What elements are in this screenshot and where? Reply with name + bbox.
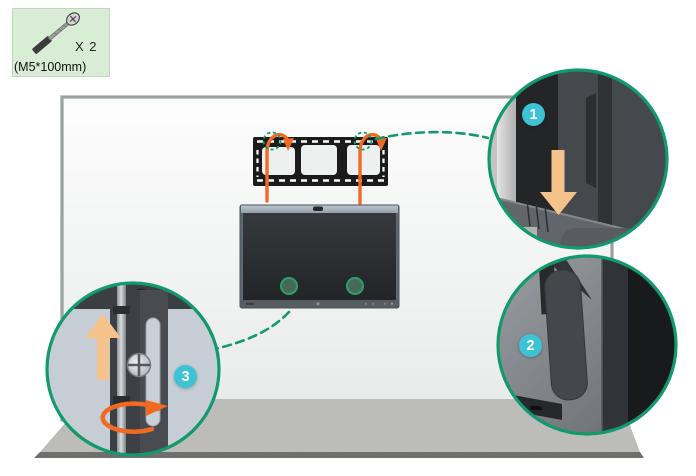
hardware-kit-box: X 2 (M5*100mm) (12, 8, 110, 77)
kit-spec-label: (M5*100mm) (14, 60, 87, 74)
expansion-screw-icon (32, 12, 81, 54)
hook-highlight-circle-left (262, 131, 282, 151)
rotate-arrow-icon (100, 400, 168, 434)
tv-display (239, 204, 400, 309)
dashed-connector-step1 (374, 130, 490, 141)
hook-highlight-circle-right (353, 131, 373, 151)
up-arrow-icon (85, 314, 121, 380)
hook-arrow-left (265, 132, 294, 203)
camera-icon (313, 206, 323, 211)
wall-mount-bracket (253, 137, 388, 186)
step-3-badge: 3 (174, 365, 197, 388)
kit-quantity-label: X 2 (75, 39, 98, 54)
callout-step2 (496, 254, 678, 436)
handle-marker-left (280, 277, 298, 295)
floor-edge (34, 452, 644, 458)
handle-marker-right (346, 277, 364, 295)
down-arrow-icon (540, 150, 577, 215)
step-2-badge: 2 (519, 334, 542, 357)
phillips-screw-head-icon (126, 352, 152, 378)
step-1-badge: 1 (522, 103, 545, 126)
dashed-connector-step3 (213, 310, 291, 351)
